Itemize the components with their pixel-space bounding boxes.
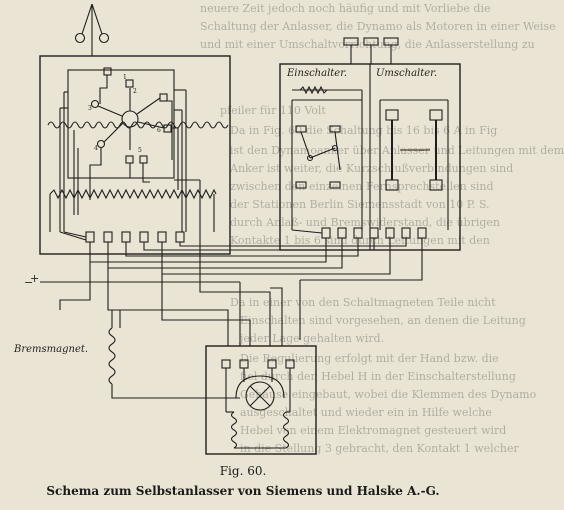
- resistance-coil: [47, 121, 229, 129]
- motor-box: [205, 345, 317, 455]
- bleed-line: jeder Lage gehalten wird.: [240, 332, 385, 345]
- bleed-line: der Stationen Berlin Siemensstadt von 10…: [230, 198, 490, 211]
- contact-wheel: [90, 67, 172, 164]
- bleed-line: Gehäuse eingebaut, wobei die Klemmen des…: [240, 388, 537, 401]
- contact-1-label: 1: [123, 74, 127, 81]
- bleed-line: ist den Dynamoanker über Anlasser und Le…: [230, 144, 564, 157]
- bleed-line: pfeiler für 110 Volt: [220, 104, 326, 117]
- contact-2-label: 2: [133, 88, 137, 95]
- bleed-line: Kontakte 1 bis 6 sind durch Leitungen mi…: [230, 234, 490, 247]
- umschalter-label: Umschalter.: [376, 68, 437, 79]
- minus-terminal-label: −: [24, 276, 33, 289]
- starter-box: 1 2 3 4 5 6: [39, 3, 231, 255]
- bus-wires: [40, 232, 423, 399]
- plus-terminal-label: +: [30, 272, 39, 285]
- contact-5-label: 5: [138, 147, 142, 154]
- starter-terminals: [85, 231, 185, 243]
- bleed-line: ausgeschaltet und wieder ein in Hilfe we…: [240, 406, 492, 419]
- switch-terminals: [321, 227, 427, 239]
- brake-coil: [108, 327, 116, 385]
- bleed-line: Da in Fig. 60 die Schaltung bis 16 bis 6…: [230, 124, 498, 137]
- bleed-line: Anker ist weiter, die Kurzschlußverbindu…: [230, 162, 514, 175]
- bleed-line: neuere Zeit jedoch noch häufig und mit V…: [200, 2, 491, 15]
- wiring-schematic: 1 2 3 4 5 6: [13, 3, 461, 455]
- bleed-line: Einschalten sind vorgesehen, an denen di…: [240, 314, 526, 327]
- bleed-line: Schaltung der Anlasser, die Dynamo als M…: [200, 20, 556, 33]
- bleed-line: Da in einer von den Schaltmagneten Teile…: [230, 296, 496, 309]
- einschalter-label: Einschalter.: [286, 68, 347, 79]
- bleed-line: Die Regulierung erfolgt mit der Hand bzw…: [240, 352, 499, 365]
- figure-number: Fig. 60.: [219, 464, 267, 478]
- contact-6-label: 6: [157, 127, 161, 134]
- lamp-icon: [74, 3, 110, 56]
- figure-caption: Schema zum Selbstanlasser von Siemens un…: [46, 484, 440, 498]
- motor-armature-icon: [235, 375, 285, 411]
- bleed-line: in die Stellung 3 gebracht, den Kontakt …: [240, 442, 519, 455]
- contact-3-label: 3: [88, 105, 92, 112]
- bleed-line: Hebel von einem Elektromagnet gesteuert …: [240, 424, 507, 437]
- contact-4-label: 4: [94, 145, 98, 152]
- bremsmagnet-label: Bremsmagnet.: [13, 344, 88, 355]
- resistance-zigzag: [49, 188, 217, 200]
- bleed-line: fiel durch den Hebel H in der Einschalte…: [240, 370, 516, 383]
- bleed-line: durch Anlaß- und Bremswiderstand, die üb…: [230, 216, 501, 229]
